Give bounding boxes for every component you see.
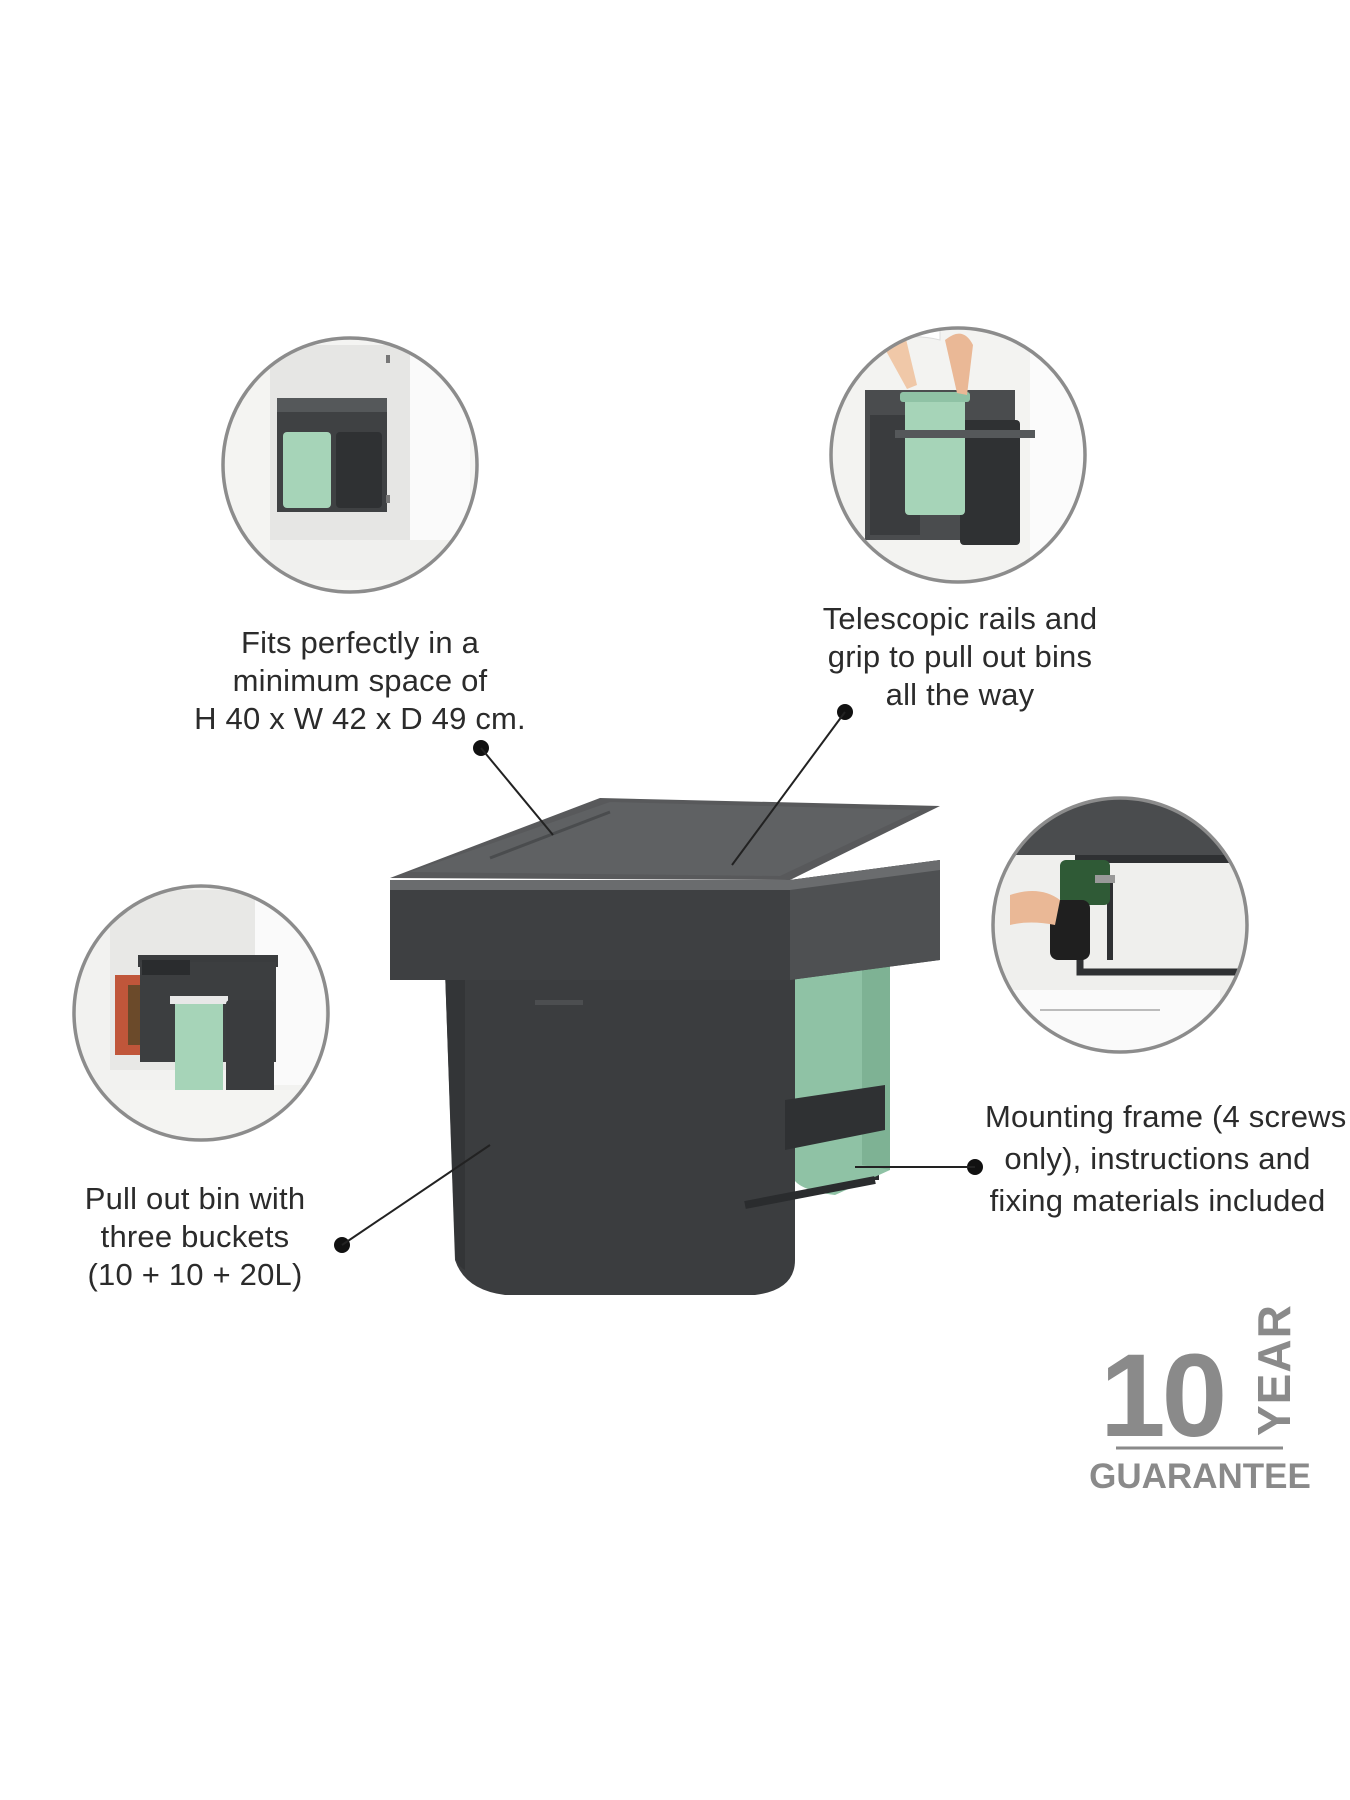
callout-frame-line1: Mounting frame (4 screws: [985, 1099, 1347, 1134]
leader-line-buckets: [341, 1144, 491, 1246]
callout-dimensions-line3: H 40 x W 42 x D 49 cm.: [194, 701, 526, 736]
guarantee-label: GUARANTEE: [1089, 1457, 1311, 1496]
callout-buckets-line1: Pull out bin with: [84, 1181, 306, 1216]
callout-buckets-line2: three buckets: [100, 1219, 290, 1254]
leader-line-dimensions: [480, 747, 554, 836]
guarantee-badge: 10 YEAR GUARANTEE: [1089, 1304, 1311, 1496]
callout-buckets: Pull out bin with three buckets (10 + 10…: [60, 1180, 330, 1294]
callout-dimensions-line2: minimum space of: [232, 663, 488, 698]
callout-rails: Telescopic rails and grip to pull out bi…: [810, 600, 1110, 714]
inset-cabinet-installed: [221, 336, 479, 594]
main-bin-product: [390, 798, 940, 1295]
callout-frame-line3: fixing materials included: [989, 1183, 1326, 1218]
callout-leaders: [334, 704, 983, 1253]
callout-rails-line2: grip to pull out bins: [827, 639, 1093, 674]
callout-frame: Mounting frame (4 screws only), instruct…: [985, 1096, 1347, 1222]
inset-telescopic-rails: [829, 326, 1087, 584]
callout-buckets-line3: (10 + 10 + 20L): [87, 1257, 303, 1292]
callout-dimensions: Fits perfectly in a minimum space of H 4…: [190, 624, 530, 738]
callout-frame-line2: only), instructions and: [1004, 1141, 1311, 1176]
leader-line-rails: [731, 711, 846, 866]
callout-dimensions-line1: Fits perfectly in a: [240, 625, 480, 660]
callout-rails-line3: all the way: [885, 677, 1035, 712]
inset-mounting-frame: [991, 796, 1249, 1054]
inset-three-buckets: [72, 884, 330, 1142]
guarantee-number: 10: [1100, 1330, 1223, 1462]
guarantee-unit: YEAR: [1248, 1304, 1300, 1436]
callout-rails-line1: Telescopic rails and: [822, 601, 1098, 636]
